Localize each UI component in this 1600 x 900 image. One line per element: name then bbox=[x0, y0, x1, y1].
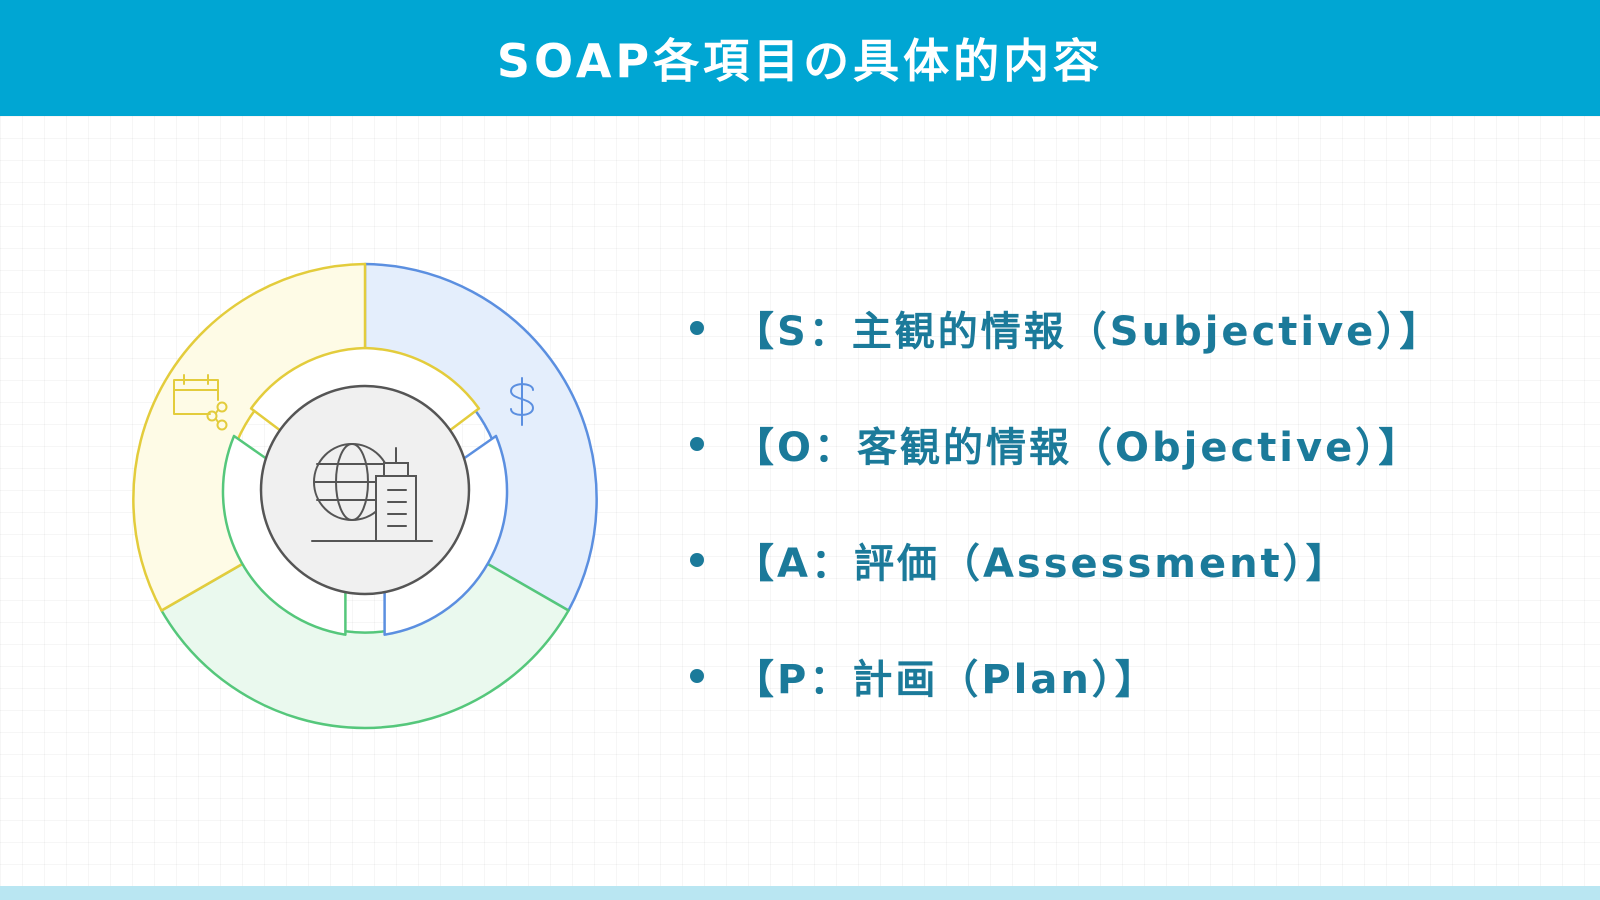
content-area bbox=[0, 116, 1600, 886]
item-label: 【A：評価（Assessment）】 bbox=[734, 541, 1349, 587]
item-label: 【S：主観的情報（Subjective）】 bbox=[734, 309, 1443, 355]
item-label: 【O：客観的情報（Objective）】 bbox=[734, 425, 1422, 471]
list-item-p: 【P：計画（Plan）】 bbox=[690, 648, 1442, 704]
bullet-dot bbox=[690, 553, 704, 567]
globe-building-icon bbox=[311, 443, 433, 542]
bullet-dot bbox=[690, 669, 704, 683]
bullet-dot bbox=[690, 437, 704, 451]
dollar-icon bbox=[509, 377, 535, 426]
list-item-o: 【O：客観的情報（Objective）】 bbox=[690, 416, 1442, 472]
soap-cycle-diagram bbox=[132, 262, 598, 730]
list-item-s: 【S：主観的情報（Subjective）】 bbox=[690, 300, 1442, 356]
list-item-a: 【A：評価（Assessment）】 bbox=[690, 532, 1442, 588]
item-label: 【P：計画（Plan）】 bbox=[734, 657, 1158, 703]
soap-item-list: 【S：主観的情報（Subjective）】 【O：客観的情報（Objective… bbox=[690, 300, 1442, 764]
bottom-strip bbox=[0, 886, 1600, 900]
page-title: SOAP各項目の具体的内容 bbox=[496, 34, 1104, 88]
calendar-share-icon bbox=[173, 374, 228, 431]
center-hub bbox=[259, 384, 471, 596]
header-bar: SOAP各項目の具体的内容 bbox=[0, 0, 1600, 116]
bullet-dot bbox=[690, 321, 704, 335]
